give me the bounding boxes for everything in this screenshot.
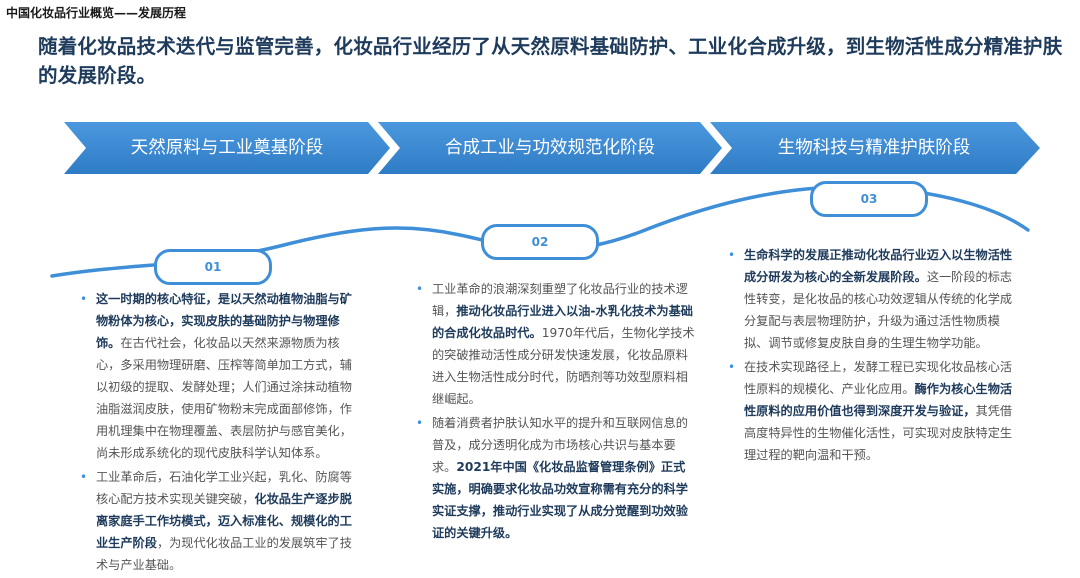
bullet-item: 工业革命后，石油化学工业兴起，乳化、防腐等核心配方技术实现关键突破，化妆品生产逐… [80,466,362,576]
bullet-text: 工业革命的浪潮深刻重塑了化妆品行业的技术逻辑， [432,282,688,318]
bullet-item: 在技术实现路径上，发酵工程已实现化妆品核心活性原料的规模化、产业化应用。酶作为核… [728,356,1018,466]
bullet-text-emphasis: 这一时期的核心特征，是以天然动植物油脂与矿物粉体为核心，实现皮肤的基础防护与物理… [96,292,352,350]
bullet-text-emphasis: 生命科学的发展正推动化妆品行业迈入以生物活性成分研发为核心的全新发展阶段。 [744,248,1013,284]
bullet-item: 工业革命的浪潮深刻重塑了化妆品行业的技术逻辑，推动化妆品行业进入以油-水乳化技术… [416,278,696,410]
milestone-badge-02: 02 [481,224,599,260]
bullet-text: 在技术实现路径上，发酵工程已实现化妆品核心活性原料的规模化、产业化应用。 [744,360,1013,396]
milestone-badge-01: 01 [154,249,272,285]
headline: 随着化妆品技术迭代与监管完善，化妆品行业经历了从天然原料基础防护、工业化合成升级… [38,35,1063,87]
bullet-text: 在古代社会，化妆品以天然来源物质为核心，多采用物理研磨、压榨等简单加工方式，辅以… [96,336,352,460]
stage-label-2: 合成工业与功效规范化阶段 [445,138,655,158]
breadcrumb: 中国化妆品行业概览——发展历程 [6,6,187,20]
bullet-item: 生命科学的发展正推动化妆品行业迈入以生物活性成分研发为核心的全新发展阶段。这一阶… [728,244,1018,354]
stage-label-1: 天然原料与工业奠基阶段 [130,138,324,158]
milestone-badge-03: 03 [810,181,928,217]
bullet-text: 工业革命后，石油化学工业兴起，乳化、防腐等核心配方技术实现关键突破， [96,470,352,506]
stage-3-details: 生命科学的发展正推动化妆品行业迈入以生物活性成分研发为核心的全新发展阶段。这一阶… [728,244,1018,468]
bullet-text-emphasis: 2021年中国《化妆品监督管理条例》正式实施，明确要求化妆品功效宣称需有充分的科… [432,460,688,540]
stage-1-details: 这一时期的核心特征，是以天然动植物油脂与矿物粉体为核心，实现皮肤的基础防护与物理… [80,288,362,578]
bullet-text-emphasis: 化妆品生产逐步脱离家庭手工作坊模式，迈入标准化、规模化的工业生产阶段 [96,492,352,550]
bullet-item: 随着消费者护肤认知水平的提升和互联网信息的普及，成分透明化成为市场核心共识与基本… [416,412,696,544]
bullet-item: 这一时期的核心特征，是以天然动植物油脂与矿物粉体为核心，实现皮肤的基础防护与物理… [80,288,362,464]
bullet-text: 这一阶段的标志性转变，是化妆品的核心功效逻辑从传统的化学成分复配与表层物理防护，… [744,270,1013,350]
bullet-text-emphasis: 推动化妆品行业进入以油-水乳化技术为基础的合成化妆品时代。 [432,304,693,340]
bullet-text: 其凭借高度特异性的生物催化活性，可实现对皮肤特定生理过程的靶向温和干预。 [744,404,1013,462]
stage-2-details: 工业革命的浪潮深刻重塑了化妆品行业的技术逻辑，推动化妆品行业进入以油-水乳化技术… [416,278,696,546]
bullet-text: 1970年代后，生物化学技术的突破推动活性成分研发快速发展，化妆品原料进入生物活… [432,326,695,406]
bullet-text: 随着消费者护肤认知水平的提升和互联网信息的普及，成分透明化成为市场核心共识与基本… [432,416,688,474]
bullet-text-emphasis: 酶作为核心生物活性原料的应用价值也得到深度开发与验证， [744,382,1013,418]
stage-label-3: 生物科技与精准护肤阶段 [777,138,971,158]
